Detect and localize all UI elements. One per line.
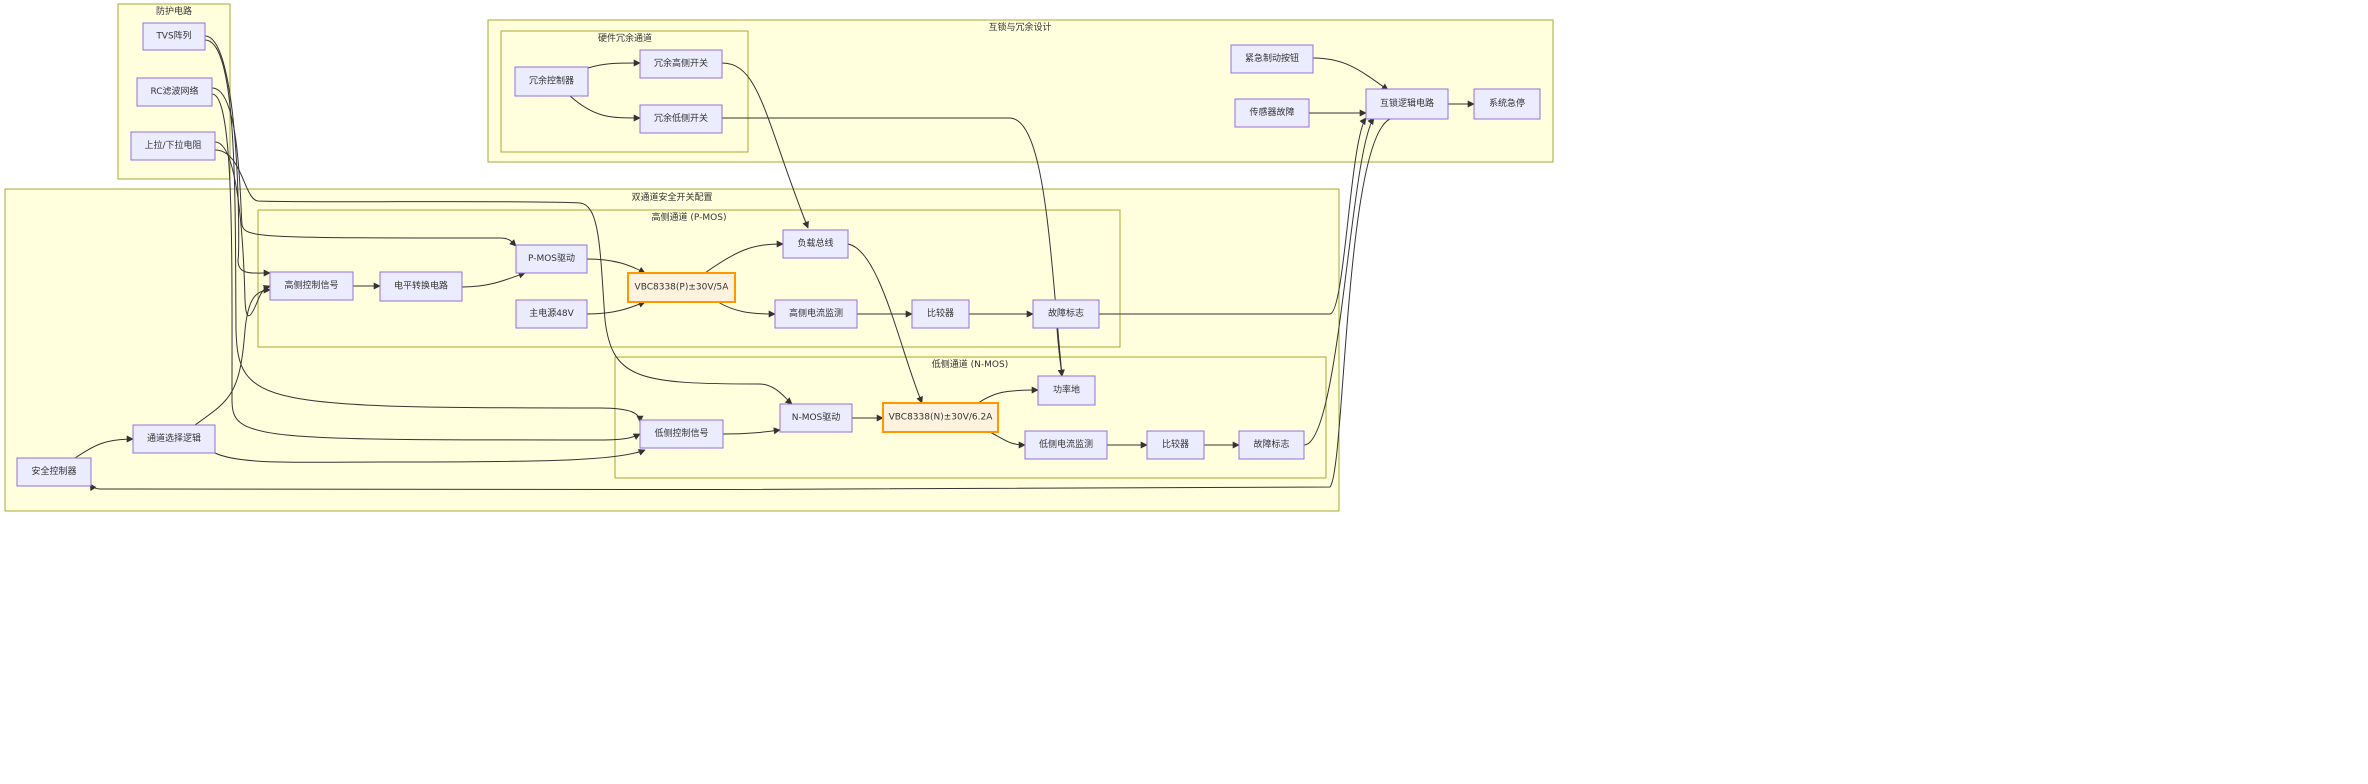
edge-rctl-to-rlow	[569, 95, 641, 122]
svg-text:冗余高侧开关: 冗余高侧开关	[654, 57, 708, 69]
svg-text:安全控制器: 安全控制器	[31, 465, 76, 477]
node-main-power[interactable]: 主电源48V	[515, 299, 588, 329]
svg-text:负载总线: 负载总线	[797, 237, 833, 249]
node-high-fault-flag[interactable]: 故障标志	[1032, 299, 1100, 329]
svg-text:P-MOS驱动: P-MOS驱动	[528, 253, 575, 264]
svg-text:VBC8338(P)±30V/5A: VBC8338(P)±30V/5A	[635, 283, 730, 293]
node-high-current-monitor[interactable]: 高侧电流监测	[774, 299, 858, 329]
node-low-side-signal[interactable]: 低侧控制信号	[639, 419, 724, 449]
node-pmos-vbc8338[interactable]: VBC8338(P)±30V/5A	[627, 272, 736, 303]
node-sensor-fault[interactable]: 传感器故障	[1234, 98, 1310, 128]
node-redundant-low-switch[interactable]: 冗余低侧开关	[639, 104, 723, 134]
svg-text:系统急停: 系统急停	[1489, 97, 1525, 109]
edge-chsel-to-hsig	[194, 286, 271, 426]
node-system-stop[interactable]: 系统急停	[1473, 88, 1541, 120]
svg-text:VBC8338(N)±30V/6.2A: VBC8338(N)±30V/6.2A	[889, 413, 994, 423]
node-high-side-signal[interactable]: 高侧控制信号	[269, 271, 354, 301]
svg-text:低侧控制信号: 低侧控制信号	[654, 427, 708, 439]
node-safety-controller[interactable]: 安全控制器	[16, 457, 92, 487]
edge-chsel-to-lsig	[214, 449, 646, 463]
svg-text:比较器: 比较器	[1162, 438, 1189, 450]
svg-text:N-MOS驱动: N-MOS驱动	[792, 412, 841, 423]
node-tvs-array[interactable]: TVS阵列	[142, 22, 206, 51]
cluster-label: 防护电路	[156, 5, 192, 17]
edge-safety-to-chsel	[74, 435, 134, 459]
svg-text:高侧电流监测: 高侧电流监测	[789, 307, 843, 319]
svg-text:高侧控制信号: 高侧控制信号	[284, 279, 338, 291]
svg-text:TVS阵列: TVS阵列	[155, 30, 191, 42]
svg-text:电平转换电路: 电平转换电路	[394, 280, 448, 292]
node-pmos-driver[interactable]: P-MOS驱动	[515, 244, 588, 274]
edge-rlow-to-gnd	[722, 117, 1065, 377]
edge-lfault-to-interlock	[1303, 117, 1375, 446]
edge-pmos-to-bus	[704, 240, 784, 274]
cluster-label: 互锁与冗余设计	[988, 21, 1051, 33]
cluster-label: 硬件冗余通道	[598, 32, 652, 44]
edge-rc-to-pdrv	[211, 87, 517, 247]
node-low-fault-flag[interactable]: 故障标志	[1238, 430, 1305, 460]
svg-text:功率地: 功率地	[1053, 384, 1080, 396]
svg-text:上拉/下拉电阻: 上拉/下拉电阻	[144, 139, 201, 151]
svg-text:主电源48V: 主电源48V	[529, 307, 574, 319]
edge-nmos-to-lmon	[989, 431, 1026, 449]
svg-text:冗余低侧开关: 冗余低侧开关	[654, 112, 708, 124]
svg-text:故障标志: 故障标志	[1253, 438, 1289, 450]
diagram-canvas: 防护电路 互锁与冗余设计 硬件冗余通道 双通道安全开关配置 高侧通道 (P-MO…	[4, 3, 1554, 512]
node-high-comparator[interactable]: 比较器	[911, 299, 970, 329]
svg-text:冗余控制器: 冗余控制器	[529, 75, 574, 87]
edge-pdrv-to-pmos	[586, 258, 646, 274]
edge-power-to-pmos	[586, 301, 646, 315]
svg-text:比较器: 比较器	[927, 307, 954, 319]
edge-hfault-to-gnd	[1056, 327, 1065, 377]
edge-bus-to-nmos	[847, 243, 923, 404]
node-pull-resistor[interactable]: 上拉/下拉电阻	[130, 131, 216, 161]
node-level-shifter[interactable]: 电平转换电路	[379, 271, 463, 302]
svg-text:紧急制动按钮: 紧急制动按钮	[1245, 52, 1299, 64]
node-channel-select-logic[interactable]: 通道选择逻辑	[132, 424, 216, 454]
node-emergency-stop-button[interactable]: 紧急制动按钮	[1230, 44, 1314, 74]
edge-nmos-to-gnd	[977, 386, 1039, 404]
edge-rctl-to-rhigh	[587, 59, 641, 69]
node-nmos-driver[interactable]: N-MOS驱动	[779, 403, 853, 433]
edges	[74, 35, 1475, 492]
cluster-label: 高侧通道 (P-MOS)	[652, 211, 727, 223]
svg-text:传感器故障: 传感器故障	[1249, 106, 1294, 118]
edge-estop-to-interlock	[1312, 57, 1389, 91]
cluster-label: 双通道安全开关配置	[631, 191, 712, 203]
edge-level-to-pdrv	[461, 271, 526, 288]
node-low-comparator[interactable]: 比较器	[1146, 430, 1205, 460]
node-nmos-vbc8338[interactable]: VBC8338(N)±30V/6.2A	[882, 402, 999, 433]
node-redundant-controller[interactable]: 冗余控制器	[514, 66, 589, 97]
svg-text:故障标志: 故障标志	[1048, 307, 1084, 319]
node-interlock-logic[interactable]: 互锁逻辑电路	[1365, 88, 1449, 120]
edge-rc-to-low-signal	[211, 93, 641, 441]
svg-text:RC滤波网络: RC滤波网络	[150, 85, 198, 97]
node-load-bus[interactable]: 负载总线	[782, 229, 849, 259]
svg-text:通道选择逻辑: 通道选择逻辑	[147, 432, 201, 444]
edge-lsig-to-ndrv	[722, 427, 781, 435]
svg-text:互锁逻辑电路: 互锁逻辑电路	[1380, 97, 1434, 109]
node-rc-filter[interactable]: RC滤波网络	[136, 77, 213, 107]
edge-rhigh-to-bus	[721, 62, 809, 229]
edge-pull-to-ndrv	[214, 149, 793, 405]
node-low-current-monitor[interactable]: 低侧电流监测	[1024, 430, 1108, 460]
svg-text:低侧电流监测: 低侧电流监测	[1039, 438, 1093, 450]
edge-pmos-to-hmon	[717, 301, 776, 318]
node-power-ground[interactable]: 功率地	[1037, 375, 1096, 406]
edge-tvs-to-high-signal	[204, 35, 271, 277]
cluster-label: 低侧通道 (N-MOS)	[932, 358, 1008, 370]
node-redundant-high-switch[interactable]: 冗余高侧开关	[639, 49, 723, 79]
edge-hfault-to-interlock	[1099, 117, 1367, 315]
